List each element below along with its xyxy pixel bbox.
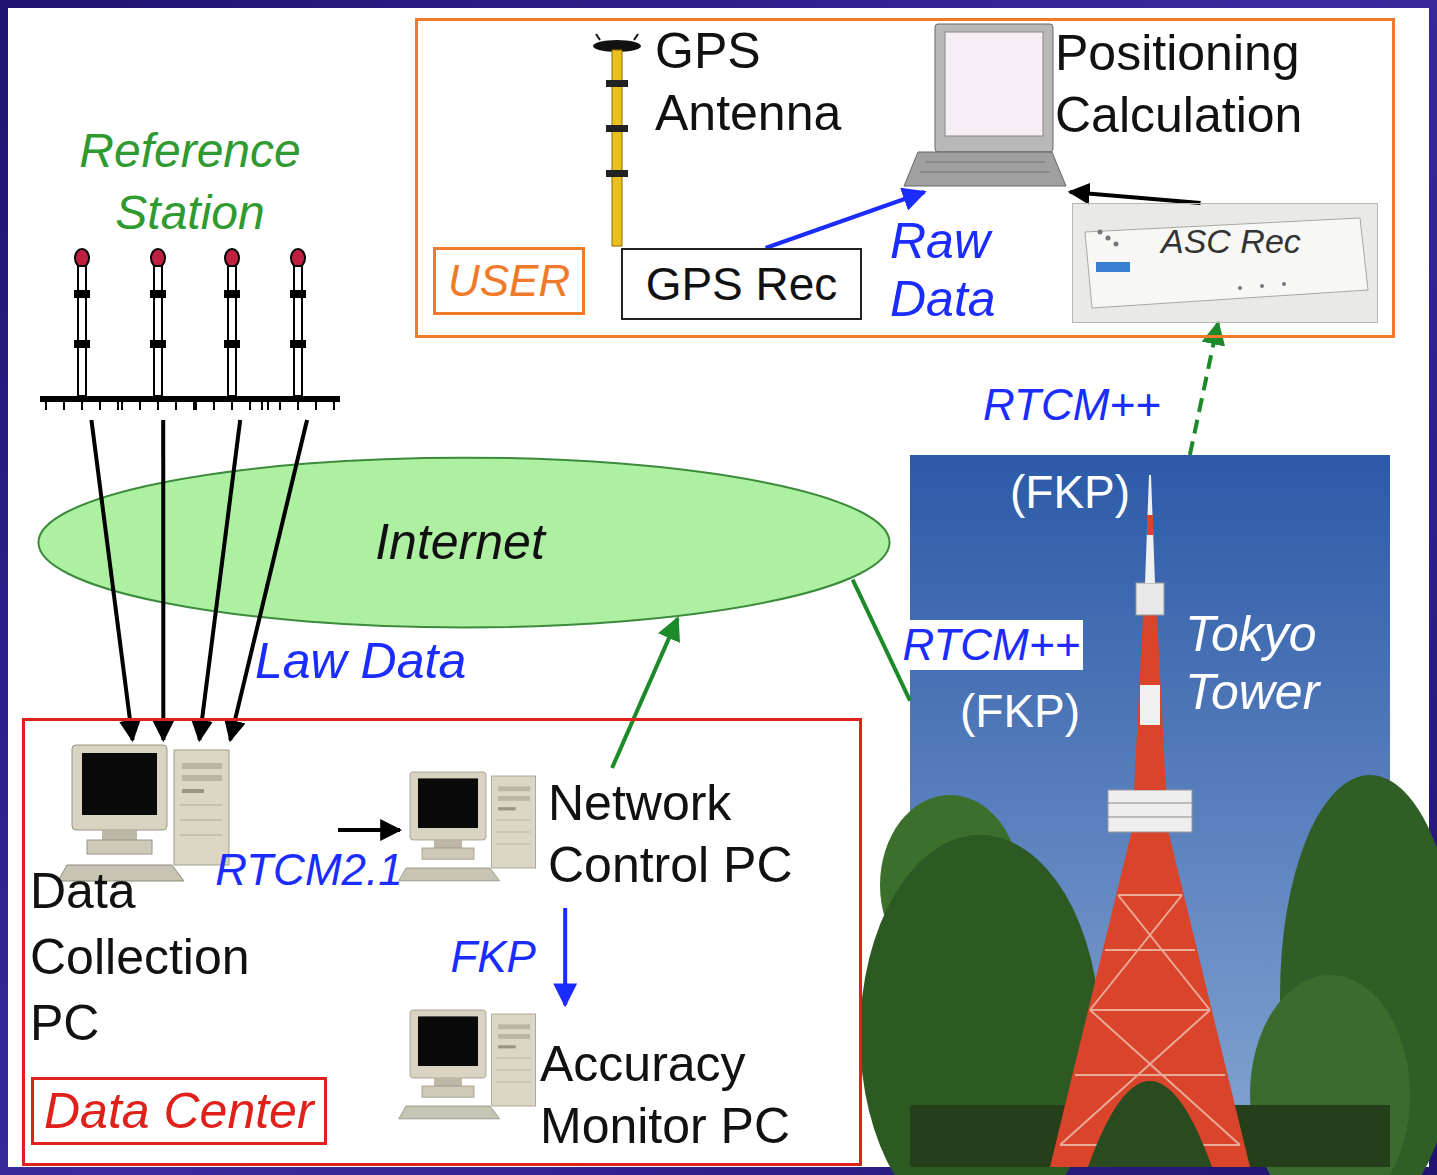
- cloud-label: Internet: [35, 511, 885, 573]
- connector: [612, 618, 678, 768]
- signal-label: FKP: [450, 932, 536, 982]
- connector: [1070, 192, 1201, 203]
- label-holder: Law Data: [255, 630, 466, 692]
- box-label: Network Control PC: [548, 772, 853, 896]
- edge-label-holder: Raw Data: [890, 212, 1040, 328]
- device-label: ASC Rec: [1161, 220, 1301, 262]
- signal-label: Law Data: [255, 630, 466, 692]
- connector: [199, 420, 240, 740]
- connector: [91, 420, 132, 740]
- connector: [1190, 323, 1218, 455]
- group-heading: Reference Station: [40, 120, 340, 244]
- connector: [338, 828, 400, 832]
- connector: [161, 420, 165, 740]
- label-holder: (FKP): [1010, 464, 1130, 520]
- edge-label-holder: RTCM2.1: [215, 845, 402, 895]
- signal-label: Raw Data: [890, 212, 1040, 328]
- station-group: Reference Station: [40, 120, 348, 420]
- photo-caption: Tokyo Tower: [1185, 605, 1385, 721]
- signal-label: (FKP): [960, 683, 1080, 739]
- label-holder: (FKP): [960, 683, 1080, 739]
- photo-panel: Tokyo Tower: [910, 455, 1390, 1167]
- connector: [230, 420, 307, 740]
- connector: [563, 908, 567, 1005]
- edge-label-holder: RTCM++: [983, 380, 1161, 430]
- laptop-node: Positioning Calculation: [905, 22, 1390, 192]
- group-heading: USER: [433, 247, 585, 315]
- edge-label-holder: RTCM++: [899, 620, 1083, 670]
- part-label: GPS Antenna: [655, 20, 905, 144]
- group-heading: Data Center: [31, 1077, 327, 1145]
- computer-node: Accuracy Monitor PC: [400, 1005, 855, 1160]
- label-holder: GPS Antenna: [655, 20, 905, 144]
- receiver-box: GPS Rec: [621, 248, 862, 320]
- network-cloud: Internet: [35, 455, 893, 630]
- signal-label: RTCM++: [983, 380, 1161, 430]
- signal-label: RTCM2.1: [215, 845, 402, 895]
- signal-label: RTCM++: [899, 620, 1083, 670]
- box-label: Accuracy Monitor PC: [540, 1033, 852, 1157]
- edge-label-holder: FKP: [450, 932, 536, 982]
- computer-node: Network Control PC: [400, 768, 855, 908]
- computer-node: Data Collection PC: [30, 740, 338, 1070]
- signal-label: (FKP): [1010, 464, 1130, 520]
- data-center-box: Data Center Data Collection PC Network Con…: [22, 718, 862, 1166]
- box-label: Positioning Calculation: [1055, 22, 1385, 146]
- receiver-device: ASC Rec: [1072, 203, 1378, 323]
- box-label: GPS Rec: [623, 256, 860, 312]
